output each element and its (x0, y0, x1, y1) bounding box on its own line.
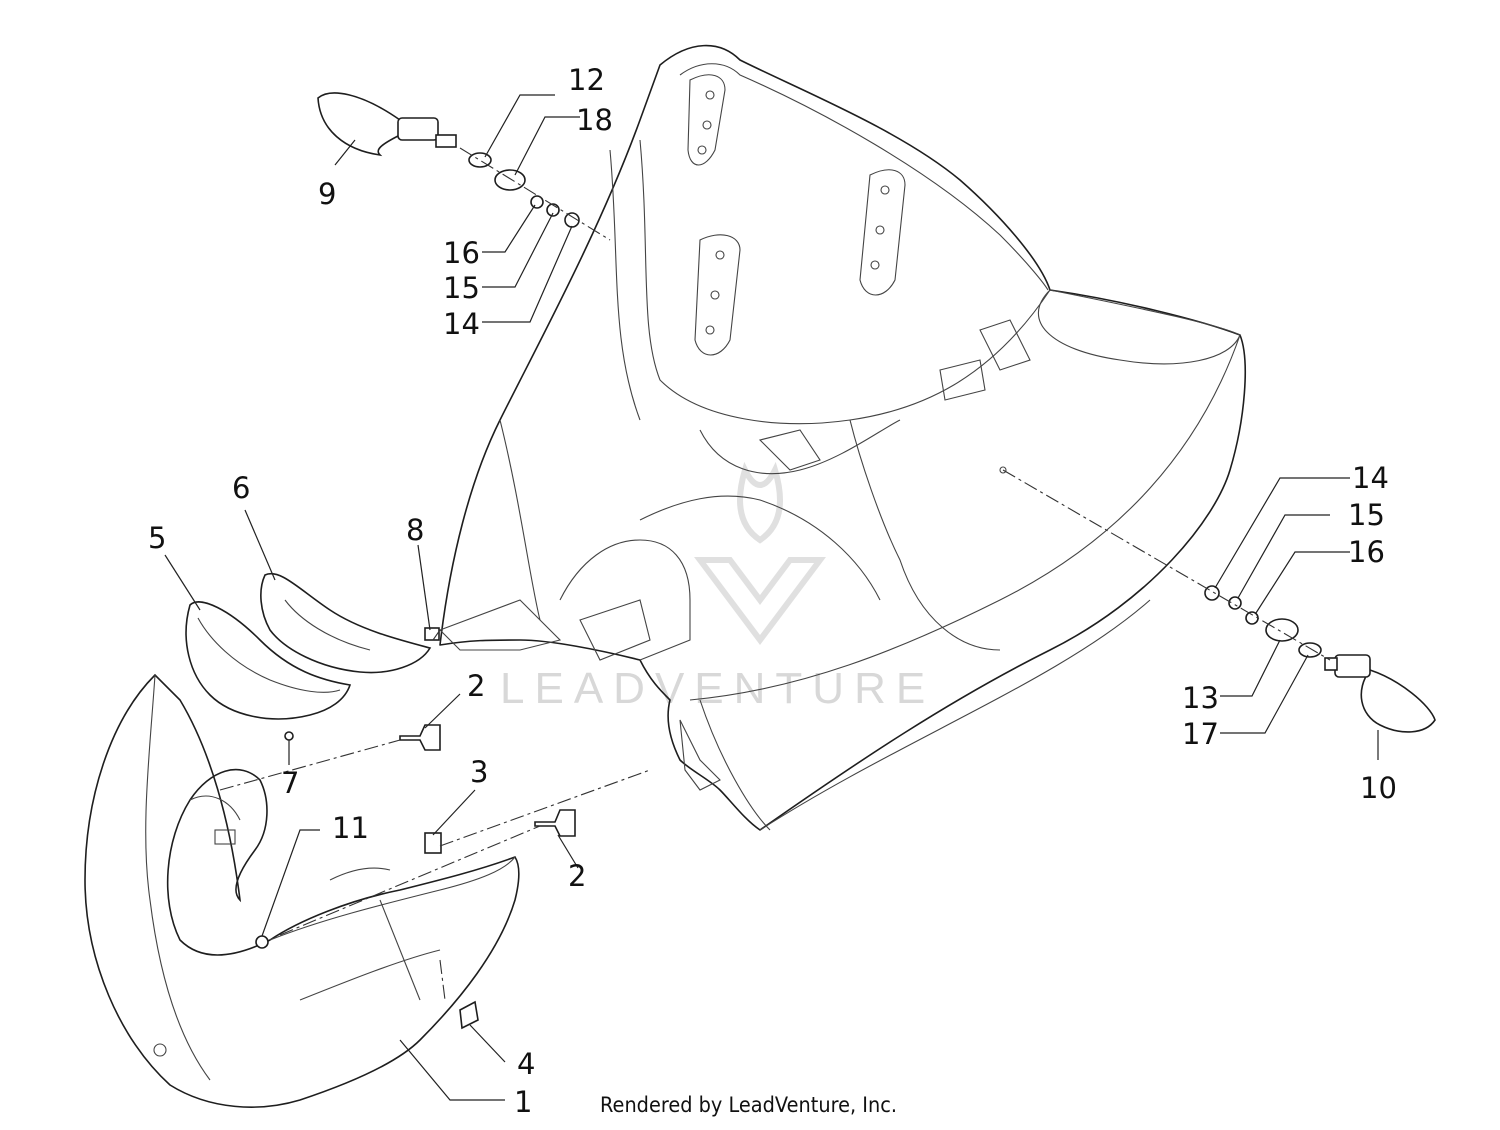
front-shield (439, 44, 1246, 831)
callout-2-lower: 2 (568, 859, 586, 893)
leader-lines (164, 94, 1379, 1101)
callout-17: 17 (1182, 717, 1219, 751)
callout-14-right: 14 (1352, 461, 1389, 495)
callout-18: 18 (576, 103, 613, 137)
turn-signal-9 (317, 92, 457, 157)
callout-9: 9 (318, 177, 336, 211)
render-credit: Rendered by LeadVenture, Inc. (600, 1093, 897, 1117)
position-light-6 (260, 572, 432, 674)
watermark-logo-icon (694, 461, 826, 645)
watermark-text: LEADVENTURE (500, 664, 935, 713)
callout-1: 1 (514, 1085, 532, 1119)
small-hardware (255, 152, 1322, 1030)
callout-6: 6 (232, 471, 250, 505)
alignment-lines (219, 147, 1331, 1001)
turn-signal-10 (1324, 654, 1436, 733)
watermark: LEADVENTURE (500, 461, 935, 713)
callout-16-right: 16 (1348, 535, 1385, 569)
callout-11: 11 (332, 811, 369, 845)
callout-15-top: 15 (443, 271, 480, 305)
callout-7: 7 (281, 766, 299, 800)
headlight-assembly (84, 673, 520, 1108)
callout-16-top: 16 (443, 236, 480, 270)
callout-labels: 12 18 9 16 15 14 6 5 8 2 7 3 11 2 4 1 14… (148, 63, 1397, 1119)
callout-13: 13 (1182, 681, 1219, 715)
position-light-5 (185, 601, 352, 720)
callout-5: 5 (148, 521, 166, 555)
callout-14-top: 14 (443, 307, 480, 341)
callout-15-right: 15 (1348, 498, 1385, 532)
callout-4: 4 (517, 1047, 535, 1081)
callout-3: 3 (470, 755, 488, 789)
callout-8: 8 (406, 513, 424, 547)
callout-2-upper: 2 (467, 669, 485, 703)
callout-10: 10 (1360, 771, 1397, 805)
callout-12: 12 (568, 63, 605, 97)
